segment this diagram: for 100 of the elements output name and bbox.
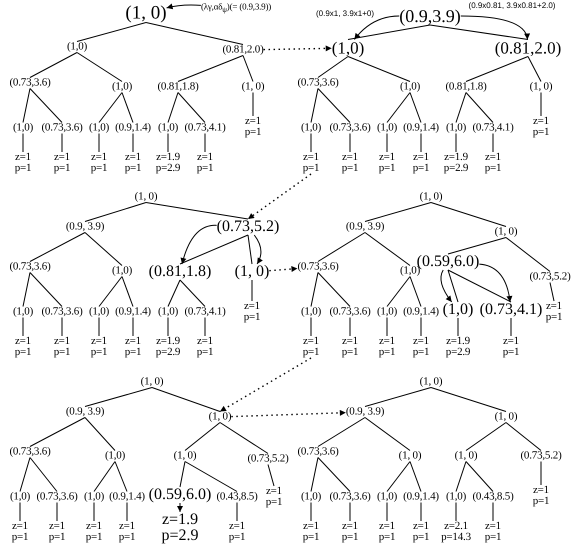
tree-edge bbox=[430, 202, 506, 227]
tree-edge bbox=[30, 52, 78, 78]
leaf-score-label: z=1 p=1 bbox=[228, 521, 246, 543]
leaf-score-label: z=1 p=1 bbox=[378, 336, 396, 358]
tree-edge bbox=[168, 92, 178, 123]
curved-arrow bbox=[254, 234, 263, 264]
node-label: (1,0) bbox=[446, 122, 466, 134]
node-label: (0.73,4.1) bbox=[472, 122, 514, 134]
tree-edge bbox=[506, 422, 542, 451]
node-label: (1, 0) bbox=[208, 412, 232, 422]
tree-edge bbox=[364, 387, 432, 407]
tree-edge bbox=[252, 92, 254, 116]
node-label: (0.73,3.6) bbox=[41, 122, 83, 134]
tree-edge bbox=[76, 22, 146, 42]
dotted-arrow bbox=[220, 357, 312, 412]
node-label: (0.73,4.1) bbox=[184, 122, 226, 134]
node-label: (0.73,5.2) bbox=[247, 454, 289, 464]
node-label: (0.73,3.6) bbox=[329, 306, 371, 318]
curved-arrow bbox=[180, 224, 218, 264]
tree-edge bbox=[386, 276, 410, 307]
leaf-score-label: z=1 p=1 bbox=[302, 152, 320, 174]
curved-arrow bbox=[478, 264, 512, 302]
leaf-score-label: z=1 p=1 bbox=[12, 521, 28, 543]
leaf-score-label: z=1.9 p=2.9 bbox=[444, 152, 468, 174]
tree-edge bbox=[84, 202, 146, 222]
node-label: (0.9,1.4) bbox=[403, 492, 439, 502]
node-label: (0.73,5.2) bbox=[529, 272, 571, 282]
tree-edge bbox=[22, 88, 30, 123]
leaf-score-label: z=1 p=1 bbox=[412, 521, 430, 543]
leaf-score-label: z=1 p=1 bbox=[14, 152, 32, 174]
leaf-score-label: z=2.1 p=14.3 bbox=[441, 521, 471, 543]
node-label: (0.9, 3.9) bbox=[66, 222, 104, 232]
node-label: (0.73,3.6) bbox=[9, 262, 51, 272]
tree-edge bbox=[122, 92, 134, 123]
tree-edge bbox=[456, 461, 466, 492]
leaf-score-label: z=1 p=1 bbox=[502, 336, 520, 358]
node-label: (0.73,3.6) bbox=[329, 122, 371, 134]
tree-edge bbox=[466, 461, 494, 492]
tree-edge bbox=[448, 237, 506, 254]
tree-edge bbox=[184, 461, 238, 492]
leaf-score-label: z=1 p=1 bbox=[124, 336, 142, 358]
tree-edge bbox=[510, 318, 512, 336]
leaf-score-label: z=1 p=1 bbox=[90, 152, 108, 174]
tree-edge bbox=[146, 202, 248, 220]
leaf-score-label: z=1 p=1 bbox=[90, 336, 108, 358]
tree-edge bbox=[98, 133, 100, 152]
node-label: (0.9, 3.9) bbox=[346, 222, 384, 232]
leaf-score-label: z=1 p=1 bbox=[86, 521, 102, 543]
tree-edge bbox=[178, 92, 206, 123]
arrow bbox=[177, 502, 183, 512]
node-label: (0.9,1.4) bbox=[115, 306, 151, 318]
tree-edge bbox=[30, 88, 62, 123]
tree-edge bbox=[178, 55, 244, 82]
tree-edge bbox=[220, 422, 268, 454]
leaf-score-label: z=1 p=1 bbox=[14, 336, 32, 358]
tree-edge bbox=[20, 457, 30, 492]
tree-edge bbox=[310, 502, 312, 522]
tree-edge bbox=[30, 417, 86, 447]
tree-edge bbox=[318, 88, 350, 123]
tree-edge bbox=[528, 56, 542, 82]
annotation-label: (λγ,αδ$_{ψ}$)(= (0.9,3.9)) bbox=[200, 2, 272, 14]
node-label: (0.73,3.6) bbox=[297, 446, 339, 458]
node-label: (1, 0) bbox=[494, 412, 518, 422]
leaf-score-label: z=1 p=1 bbox=[244, 116, 262, 138]
tree-edge bbox=[410, 92, 422, 123]
tree-edge bbox=[122, 276, 134, 307]
tree-edge bbox=[126, 502, 128, 522]
tree-edge bbox=[180, 234, 248, 264]
node-label: (0.81,1.8) bbox=[157, 82, 199, 92]
leaf-score-label: z=1 p=1 bbox=[48, 521, 66, 543]
tree-edge bbox=[410, 276, 422, 307]
node-label: (0.81,1.8) bbox=[445, 82, 487, 92]
tree-edge bbox=[98, 317, 100, 336]
tree-edge bbox=[318, 56, 348, 78]
tree-edge bbox=[76, 52, 122, 82]
tree-edge bbox=[98, 276, 122, 307]
tree-edge bbox=[22, 272, 30, 307]
tree-edge bbox=[386, 133, 388, 152]
node-label: (1,0) bbox=[104, 450, 126, 462]
node-label: (0.73,3.6) bbox=[297, 262, 339, 272]
tree-edge bbox=[386, 317, 388, 336]
tree-edge bbox=[318, 272, 350, 307]
tree-edge bbox=[204, 133, 206, 152]
node-label: (1,0) bbox=[158, 122, 178, 134]
node-label: (0.9,1.4) bbox=[403, 306, 439, 318]
tree-edge bbox=[420, 317, 422, 336]
dotted-arrow bbox=[231, 410, 346, 418]
tree-edge bbox=[152, 387, 220, 412]
node-label: (1,0) bbox=[376, 306, 398, 318]
leaf-score-label: z=1 p=1 bbox=[196, 336, 214, 358]
leaf-score-label: z=1.9 p=2.9 bbox=[156, 336, 180, 358]
node-label: (0.9, 3.9) bbox=[66, 406, 104, 418]
node-label: (0.9, 3.9) bbox=[346, 406, 384, 418]
tree-edge bbox=[236, 502, 238, 522]
node-label: (0.9,3.9) bbox=[399, 7, 461, 25]
node-label: (0.73,3.6) bbox=[41, 306, 83, 318]
node-label: (1, 0) bbox=[134, 192, 158, 202]
node-label: (0.9,1.4) bbox=[115, 122, 151, 134]
tree-edge bbox=[30, 457, 58, 492]
node-label: (0.81,2.0) bbox=[494, 40, 562, 56]
